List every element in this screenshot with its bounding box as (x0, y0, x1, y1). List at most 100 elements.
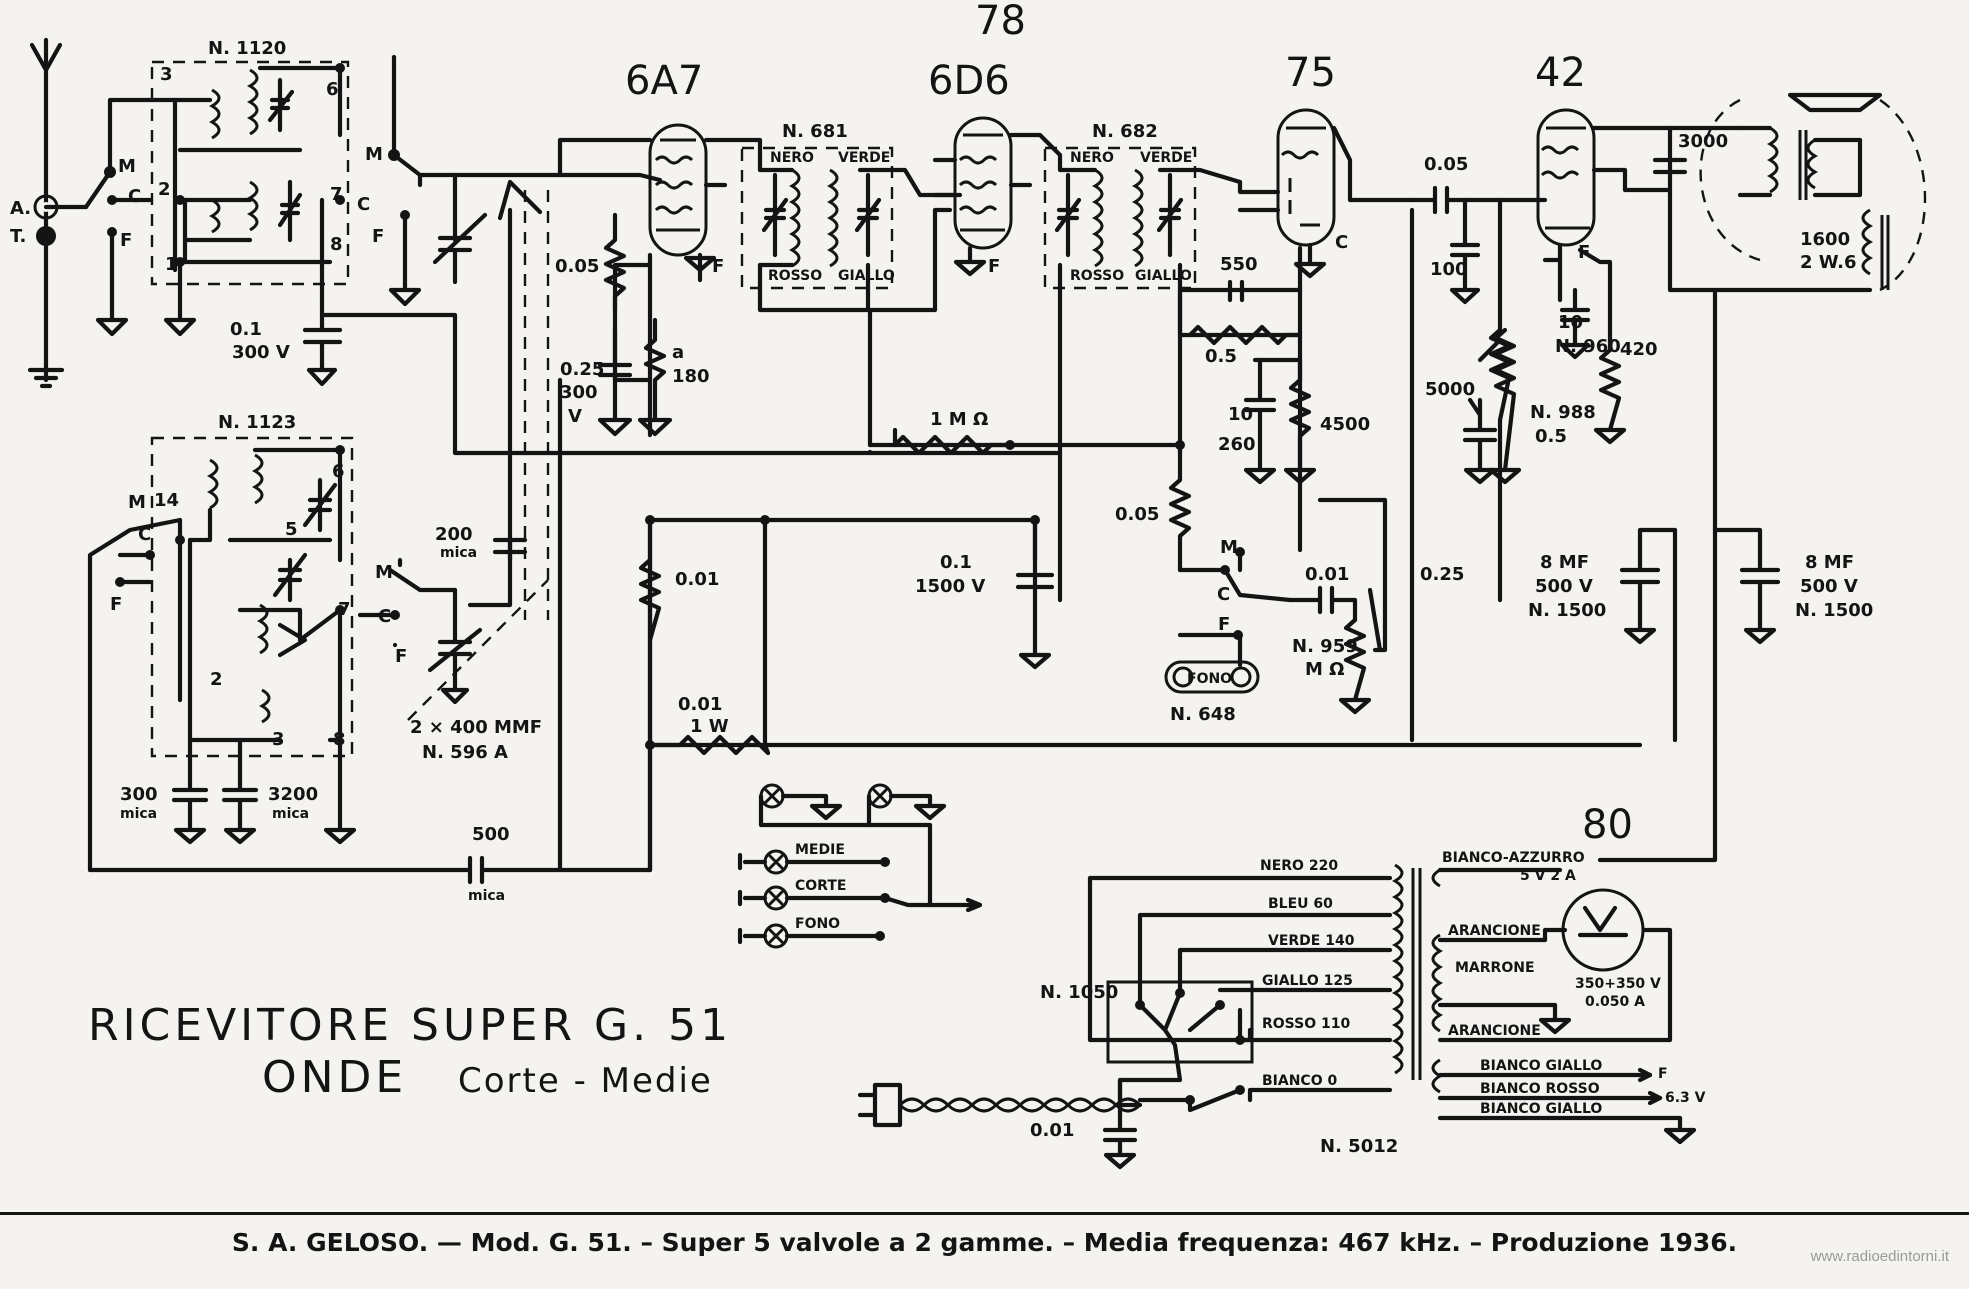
osc-pin-6-label: 6 (332, 461, 345, 482)
r005-label: 0.05 (555, 256, 599, 277)
osc-pin-7-label: 7 (338, 599, 351, 620)
sec-marrone-label: MARRONE (1455, 960, 1535, 976)
c8mf2-voltage-label: 500 V (1800, 576, 1858, 597)
antenna (27, 37, 89, 389)
if-681-verde-label: VERDE (838, 150, 890, 166)
osc-coil-can (150, 436, 354, 758)
c300-label: 300 (120, 784, 158, 805)
sec-bianco-rosso-label: BIANCO ROSSO (1480, 1081, 1600, 1097)
tube-6d6-f-label: F (988, 256, 1000, 277)
tube-6a7-f-label: F (712, 256, 724, 277)
tube-42-label: 42 (1535, 50, 1586, 96)
mains-verde-label: VERDE 140 (1268, 933, 1355, 949)
osc-switch-f-label: F (110, 594, 122, 615)
r180-prefix-label: a (672, 342, 684, 363)
diagram-title: RICEVITORE SUPER G. 51 (88, 1000, 732, 1051)
pin-14-label: 14 (154, 490, 179, 511)
phono-m-label: M (1220, 537, 1238, 558)
c01-voltage-label: 300 V (232, 342, 290, 363)
mains-rosso-label: ROSSO 110 (1262, 1016, 1350, 1032)
footer-rule (0, 1212, 1969, 1215)
osc-pin-5-label: 5 (285, 519, 298, 540)
r420-label: 420 (1620, 339, 1658, 360)
tube-80-label: 80 (1582, 802, 1633, 848)
c01-1500-voltage-label: 1500 V (915, 576, 985, 597)
mains-giallo-label: GIALLO 125 (1262, 973, 1353, 989)
tube-78-label: 78 (975, 0, 1026, 44)
switch2-c-label: C (357, 194, 370, 215)
c200-label: 200 (435, 524, 473, 545)
antenna-label: A. (10, 198, 31, 219)
cathode-network-6a7 (597, 212, 673, 437)
tube-6d6 (932, 116, 1063, 277)
pin-8-label: 8 (330, 234, 343, 255)
r005b-label: 0.05 (1115, 504, 1159, 525)
field-watt-label: 2 W.6 (1800, 252, 1857, 273)
diagram-subtitle-bands: Corte - Medie (458, 1061, 713, 1101)
c500-label: 500 (472, 824, 510, 845)
mains-bleu-label: BLEU 60 (1268, 896, 1333, 912)
if-transformer-682-can (1043, 146, 1197, 290)
sec-hv-current-label: 0.050 A (1585, 994, 1645, 1010)
c10-260-b-label: 260 (1218, 434, 1256, 455)
sec-bianco-giallo2-label: BIANCO GIALLO (1480, 1101, 1602, 1117)
band-switch-antenna (83, 97, 178, 337)
osc2-m-label: M (375, 562, 393, 583)
c001-label: 0.01 (1305, 564, 1349, 585)
c8mf1-part-label: N. 1500 (1528, 600, 1606, 621)
c001-mains-label: 0.01 (1030, 1120, 1074, 1141)
c01-1500-label: 0.1 (940, 552, 972, 573)
if-682-giallo-label: GIALLO (1135, 268, 1192, 284)
c10-label: 10 (1558, 312, 1583, 333)
sec-arancione-label: ARANCIONE (1448, 923, 1541, 939)
osc-switch (87, 517, 458, 873)
pin-3-label: 3 (160, 64, 173, 85)
pot-mo-label: M Ω (1305, 659, 1344, 680)
if-682-nero-label: NERO (1070, 150, 1114, 166)
res-n960-label: N. 960 (1555, 336, 1621, 357)
sec-hv-label: 350+350 V (1575, 976, 1661, 992)
if-transformer-682 (1054, 152, 1243, 603)
lamp-corte-label: CORTE (795, 878, 846, 894)
phono-c-label: C (1217, 584, 1230, 605)
osc-pin-8-label: 8 (333, 729, 346, 750)
tube-75-label: 75 (1285, 50, 1336, 96)
c8mf2-label: 8 MF (1805, 552, 1854, 573)
footer-caption: S. A. GELOSO. — Mod. G. 51. – Super 5 va… (231, 1228, 1738, 1257)
c025-unit-label: V (568, 406, 582, 427)
sec-arancione2-label: ARANCIONE (1448, 1023, 1541, 1039)
switch2-f-label: F (372, 226, 384, 247)
c3000-label: 3000 (1678, 131, 1728, 152)
tube-75-c-label: C (1335, 232, 1348, 253)
rf-switch (302, 54, 488, 387)
if-681-label: N. 681 (782, 121, 848, 142)
c025-voltage-label: 300 (560, 382, 598, 403)
sec-fil-v-label: 6.3 V (1665, 1090, 1706, 1106)
osc2-c-label: C (378, 606, 391, 627)
mains-bianco-label: BIANCO 0 (1262, 1073, 1337, 1089)
power-transformer (1087, 737, 1718, 1145)
sec-fil-f-label: F (1658, 1066, 1668, 1082)
if-682-verde-label: VERDE (1140, 150, 1192, 166)
c8mf1-label: 8 MF (1540, 552, 1589, 573)
switch-f-label: F (120, 230, 132, 251)
c300-mica-label: mica (120, 806, 157, 822)
switch-n1050-label: N. 1050 (1040, 982, 1118, 1003)
tube-6a7-label: 6A7 (625, 58, 703, 104)
phono-n648-label: N. 648 (1170, 704, 1236, 725)
pot-n959-label: N. 959 (1292, 636, 1358, 657)
osc-caps (87, 377, 653, 885)
osc-pin-2-label: 2 (210, 669, 223, 690)
coil-n1123-label: N. 1123 (218, 412, 296, 433)
c005-label: 0.05 (1424, 154, 1468, 175)
if-transformer-681 (757, 167, 963, 456)
transformer-n5012-label: N. 5012 (1320, 1136, 1398, 1157)
osc-switch-m-label: M (128, 492, 146, 513)
dial-lamps (737, 783, 983, 949)
c550-label: 550 (1220, 254, 1258, 275)
if-transformer-681-can (740, 146, 894, 290)
c200-mica-label: mica (440, 545, 477, 561)
detector-network (1177, 279, 1317, 485)
